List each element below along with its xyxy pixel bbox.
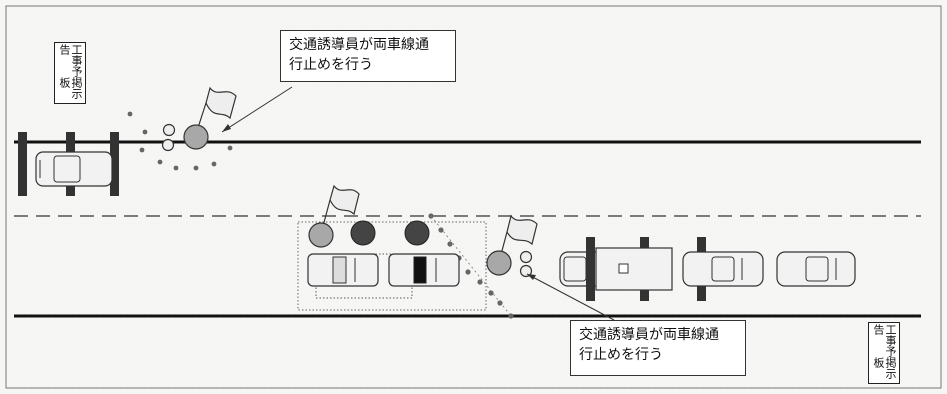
worker-dark-1 <box>350 220 376 246</box>
callout-top-line2: 行止めを行う <box>289 57 373 73</box>
callout-leader-bottom <box>526 273 615 321</box>
notice-board-bottom-right-line1: 工事予告 <box>872 324 897 357</box>
work-vehicle-2 <box>388 253 460 287</box>
outer-border <box>5 5 942 389</box>
callout-bottom-line1: 交通誘導員が両車線通 <box>579 327 719 343</box>
traffic-guard-top <box>161 86 237 152</box>
cone-ring-top <box>127 111 233 171</box>
worker-guard-zone <box>308 184 360 248</box>
callout-arrow-top <box>222 124 231 132</box>
callout-bottom: 交通誘導員が両車線通 行止めを行う <box>570 320 746 376</box>
cone-line-guide <box>430 215 512 317</box>
callout-bottom-line2: 行止めを行う <box>579 347 663 363</box>
parked-car-top-left <box>18 132 119 196</box>
notice-board-top-left: 工事予告 掲示板 <box>54 42 86 104</box>
notice-board-bottom-right: 工事予告 掲示板 <box>868 322 900 384</box>
callout-arrow-bottom <box>527 274 536 280</box>
notice-board-top-left-line1: 工事予告 <box>58 44 83 77</box>
callout-top-line1: 交通誘導員が両車線通 <box>289 37 429 53</box>
notice-board-bottom-right-line2: 掲示板 <box>872 357 897 380</box>
queued-car-3 <box>776 251 856 287</box>
notice-board-top-left-line2: 掲示板 <box>58 77 83 100</box>
queued-car-2 <box>682 237 764 301</box>
work-zone-area <box>297 221 487 311</box>
callout-leader-top <box>221 86 293 133</box>
traffic-guard-bottom <box>486 214 538 278</box>
callout-top: 交通誘導員が両車線通 行止めを行う <box>280 30 456 82</box>
worker-dark-2 <box>404 220 430 246</box>
work-vehicle-1 <box>307 253 379 287</box>
stopped-truck <box>586 237 673 301</box>
